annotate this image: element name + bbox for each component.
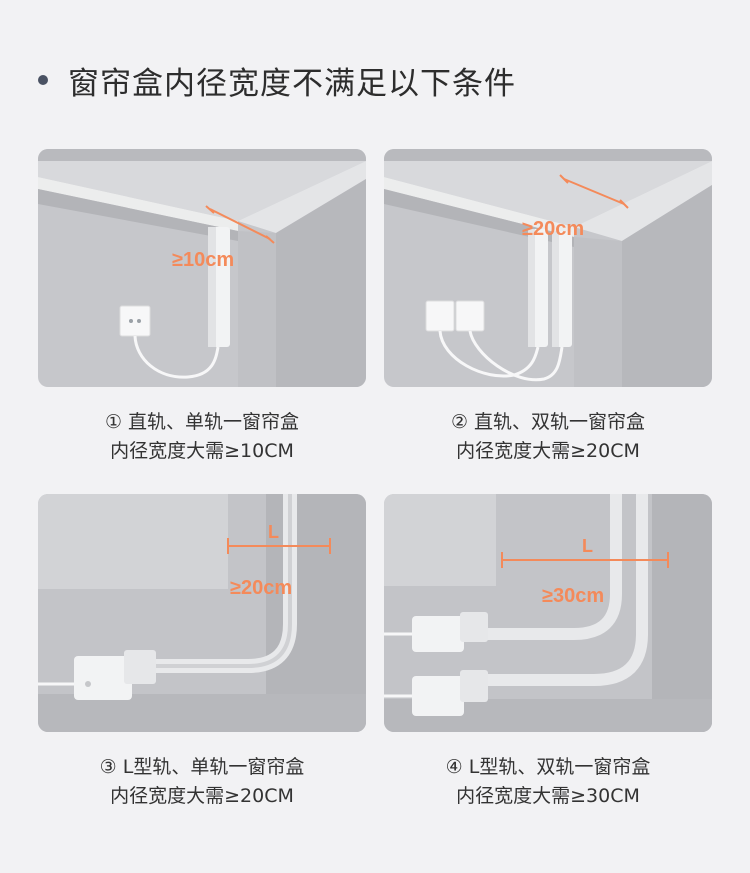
motor-unit (74, 656, 132, 700)
wall-socket-left (425, 300, 455, 332)
motor-unit-top (412, 616, 464, 652)
length-label: L (582, 536, 593, 556)
caption-requirement: 内径宽度大需≥20CM (110, 785, 294, 807)
caption-requirement: 内径宽度大需≥20CM (456, 440, 640, 462)
caption-l-shape-single-rail: ③ L型轨、单轨一窗帘盒 内径宽度大需≥20CM (38, 753, 366, 811)
caption-l-shape-double-rail: ④ L型轨、双轨一窗帘盒 内径宽度大需≥30CM (384, 753, 712, 811)
caption-straight-single-rail: ① 直轨、单轨一窗帘盒 内径宽度大需≥10CM (38, 408, 366, 466)
illustration-straight-single-rail: ≥10cm (38, 149, 366, 387)
illustration-straight-double-rail: ≥20cm (384, 149, 712, 387)
straight-single-rail-scene: ≥10cm (38, 149, 366, 387)
illustration-l-shape-single-rail: L ≥20cm (38, 494, 366, 732)
length-label: L (268, 522, 279, 542)
caption-straight-double-rail: ② 直轨、双轨一窗帘盒 内径宽度大需≥20CM (384, 408, 712, 466)
motor-unit-bottom (412, 676, 464, 716)
bullet-icon (38, 75, 48, 85)
caption-title: ② 直轨、双轨一窗帘盒 (450, 411, 646, 433)
illustration-l-shape-double-rail: L ≥30cm (384, 494, 712, 732)
l-rail-inner (480, 494, 622, 640)
straight-double-rail-scene: ≥20cm (384, 149, 712, 387)
width-label: ≥20cm (230, 577, 292, 599)
page-title: 窗帘盒内径宽度不满足以下条件 (68, 65, 516, 102)
l-shape-single-rail-scene: L ≥20cm (38, 494, 366, 732)
caption-requirement: 内径宽度大需≥10CM (110, 440, 294, 462)
width-label: ≥20cm (522, 218, 584, 240)
l-rail-outer (480, 494, 648, 686)
width-label: ≥10cm (172, 249, 234, 271)
caption-title: ③ L型轨、单轨一窗帘盒 (99, 756, 305, 778)
caption-title: ① 直轨、单轨一窗帘盒 (104, 411, 300, 433)
caption-requirement: 内径宽度大需≥30CM (456, 785, 640, 807)
l-shape-double-rail-scene: L ≥30cm (384, 494, 712, 732)
wall-socket (119, 305, 151, 337)
caption-title: ④ L型轨、双轨一窗帘盒 (445, 756, 651, 778)
width-label: ≥30cm (542, 585, 604, 607)
wall-socket-right (455, 300, 485, 332)
section-heading: 窗帘盒内径宽度不满足以下条件 (38, 60, 516, 102)
